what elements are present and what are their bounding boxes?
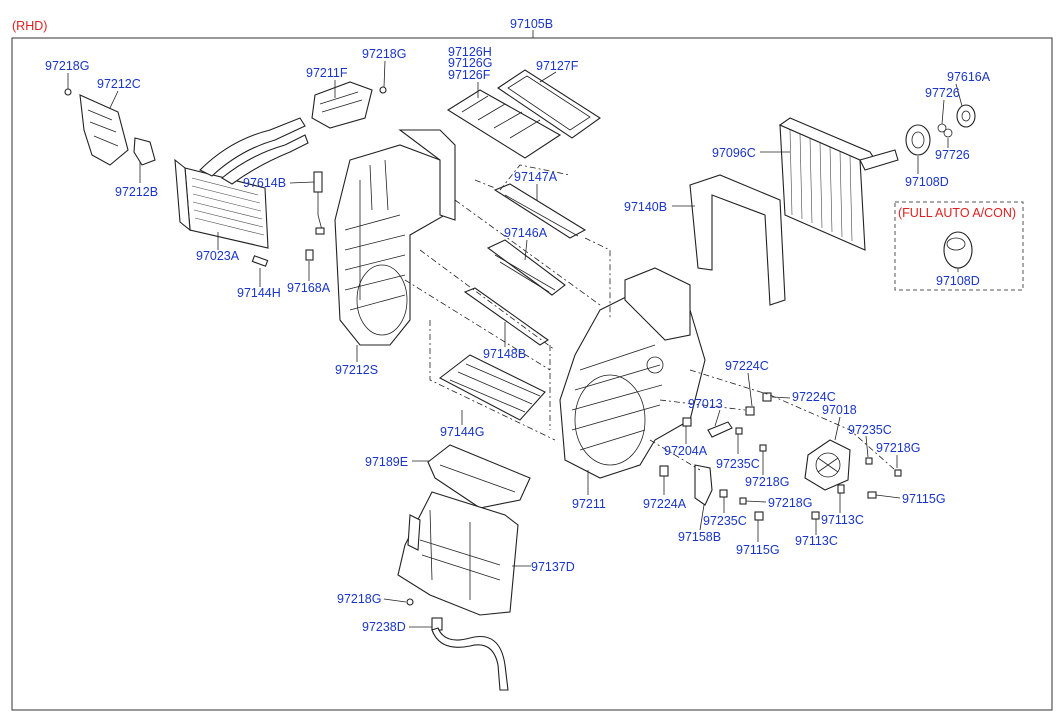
actuator-97018 xyxy=(804,439,851,491)
duct-97211f xyxy=(311,81,373,129)
label-97235c-c: 97235C xyxy=(703,514,747,528)
clip-97168a xyxy=(305,249,314,261)
label-97013: 97013 xyxy=(688,397,723,411)
label-97115g-a: 97115G xyxy=(902,492,946,506)
case-main-97211 xyxy=(559,267,706,479)
label-97168a: 97168A xyxy=(287,281,331,295)
leader-lines xyxy=(67,60,963,628)
label-97144h: 97144H xyxy=(237,286,281,300)
label-97224c-b: 97224C xyxy=(792,390,836,404)
label-97218g-e: 97218G xyxy=(768,496,812,510)
label-97224a: 97224A xyxy=(643,497,687,511)
label-97218g-f: 97218G xyxy=(337,592,381,606)
label-97146a: 97146A xyxy=(504,226,548,240)
heater-core-97023a xyxy=(174,117,309,249)
seal-97144h xyxy=(251,255,269,267)
label-97096c: 97096C xyxy=(712,146,756,160)
label-97218g-b: 97218G xyxy=(362,47,406,61)
label-97218g-a: 97218G xyxy=(45,59,89,73)
label-97113c-b: 97113C xyxy=(795,534,838,548)
filter-97126 xyxy=(446,89,562,159)
label-97023a: 97023A xyxy=(196,249,240,263)
label-97212s: 97212S xyxy=(335,363,378,377)
case-lower-97137d xyxy=(397,491,519,616)
label-97126f: 97126F xyxy=(448,68,491,82)
cover-97140b xyxy=(689,174,786,306)
screw-97218g-a xyxy=(64,88,72,96)
label-97614b: 97614B xyxy=(243,176,286,190)
sensor-97614b xyxy=(313,171,325,235)
valve-97108d xyxy=(905,124,931,156)
label-97218g-c: 97218G xyxy=(876,441,920,455)
assembly-label: 97105B xyxy=(510,17,553,31)
label-97726-a: 97726 xyxy=(925,86,960,100)
label-97235c-a: 97235C xyxy=(848,423,892,437)
part-labels: (RHD) 97105B (FULL AUTO A/CON) 97108D 97… xyxy=(12,17,1016,634)
label-97158b: 97158B xyxy=(678,530,721,544)
label-97189e: 97189E xyxy=(365,455,408,469)
label-97148b: 97148B xyxy=(483,347,526,361)
label-97726-b: 97726 xyxy=(935,148,970,162)
label-97018: 97018 xyxy=(822,403,857,417)
label-97126h: 97126H xyxy=(448,45,492,59)
valve-option-97108d xyxy=(943,231,973,269)
door-97144g xyxy=(438,354,546,421)
door-97146a xyxy=(486,239,566,296)
label-97126g: 97126G xyxy=(448,56,492,70)
case-left-97212s xyxy=(334,129,456,346)
label-97140b: 97140B xyxy=(624,200,667,214)
label-97616a: 97616A xyxy=(947,70,991,84)
bracket-97212c xyxy=(79,94,129,166)
cover-97189e xyxy=(427,444,531,509)
label-97235c-b: 97235C xyxy=(716,457,760,471)
screw-97218g-f xyxy=(406,598,414,606)
valve-97616a xyxy=(956,104,976,128)
label-97137d: 97137D xyxy=(531,560,575,574)
label-97212b: 97212B xyxy=(115,185,158,199)
small-hardware xyxy=(659,392,902,521)
clip-97212b xyxy=(133,137,156,166)
screw-97218g-b xyxy=(379,86,387,94)
label-97113c-a: 97113C xyxy=(821,513,864,527)
filter-cover-97127f xyxy=(497,69,601,139)
label-97211: 97211 xyxy=(572,497,606,511)
label-97204a: 97204A xyxy=(664,444,708,458)
drain-hose-97238d xyxy=(431,617,509,691)
diagram-frame xyxy=(11,37,1053,711)
option-part-label: 97108D xyxy=(936,274,980,288)
oring-97726-b xyxy=(943,128,953,138)
assembly-lines xyxy=(404,164,896,471)
variant-label: (RHD) xyxy=(12,19,47,33)
option-box xyxy=(894,201,1024,291)
label-97211f: 97211F xyxy=(306,66,348,80)
door-97147a xyxy=(493,183,587,239)
evaporator-97096c xyxy=(778,117,899,251)
label-97144g: 97144G xyxy=(440,425,484,439)
label-97147a: 97147A xyxy=(514,170,558,184)
label-97224c-a: 97224C xyxy=(725,359,769,373)
label-97127f: 97127F xyxy=(536,59,579,73)
option-title: (FULL AUTO A/CON) xyxy=(898,206,1016,220)
label-97115g-b: 97115G xyxy=(736,543,780,557)
label-97218g-d: 97218G xyxy=(745,475,789,489)
label-97238d: 97238D xyxy=(362,620,406,634)
door-97148b xyxy=(463,287,549,346)
label-97212c: 97212C xyxy=(97,77,141,91)
label-97108d: 97108D xyxy=(905,175,949,189)
